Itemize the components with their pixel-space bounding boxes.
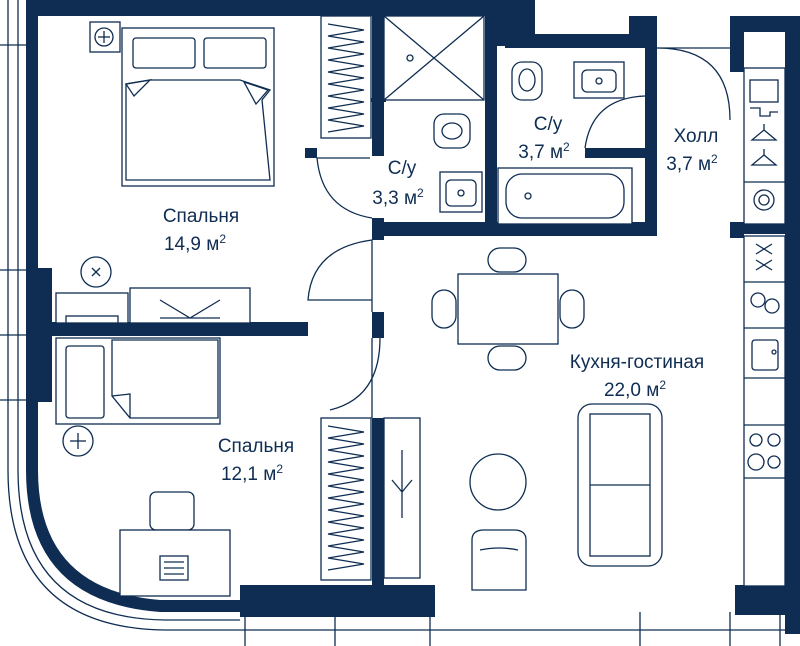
interior-walls bbox=[38, 16, 744, 588]
bedroom-2-furniture bbox=[55, 337, 231, 597]
chair-icon bbox=[487, 247, 527, 273]
table-icon bbox=[457, 273, 559, 345]
armchair-icon bbox=[471, 529, 527, 591]
hanger-icon bbox=[750, 124, 778, 141]
sofa-icon bbox=[577, 403, 663, 567]
bedroom-1-furniture bbox=[55, 15, 372, 324]
chair-icon bbox=[149, 491, 195, 531]
bath-1-name: С/у bbox=[388, 158, 417, 179]
bath-1-area: 3,3 м2 bbox=[372, 186, 424, 209]
washing-machine-icon bbox=[753, 189, 775, 211]
bedroom-1-name: Спальня bbox=[163, 206, 239, 227]
bedroom-1-area: 14,9 м2 bbox=[164, 232, 226, 255]
bath-2-fixtures bbox=[497, 61, 633, 225]
doors bbox=[307, 47, 731, 418]
hall-area: 3,7 м2 bbox=[666, 152, 718, 175]
bedroom-2-area: 12,1 м2 bbox=[221, 462, 283, 485]
stove-icon bbox=[747, 433, 781, 471]
toilet-icon bbox=[433, 113, 471, 149]
kitchen-living-name: Кухня-гостиная bbox=[570, 352, 704, 373]
room-labels: Спальня 14,9 м2 Спальня 12,1 м2 С/у 3,3 … bbox=[163, 114, 719, 485]
hall-name: Холл bbox=[674, 126, 719, 147]
living-furniture bbox=[320, 247, 663, 591]
kitchen-fixtures bbox=[743, 235, 786, 587]
bath-2-name: С/у bbox=[534, 114, 563, 135]
hall-fixtures bbox=[743, 67, 786, 225]
kitchen-living-area: 22,0 м2 bbox=[604, 378, 666, 401]
bath-2-area: 3,7 м2 bbox=[518, 140, 570, 163]
bath-1-fixtures bbox=[383, 15, 485, 213]
toilet-icon bbox=[511, 61, 543, 101]
kitchen-sink-icon bbox=[751, 339, 779, 371]
bedroom-2-name: Спальня bbox=[218, 436, 294, 457]
